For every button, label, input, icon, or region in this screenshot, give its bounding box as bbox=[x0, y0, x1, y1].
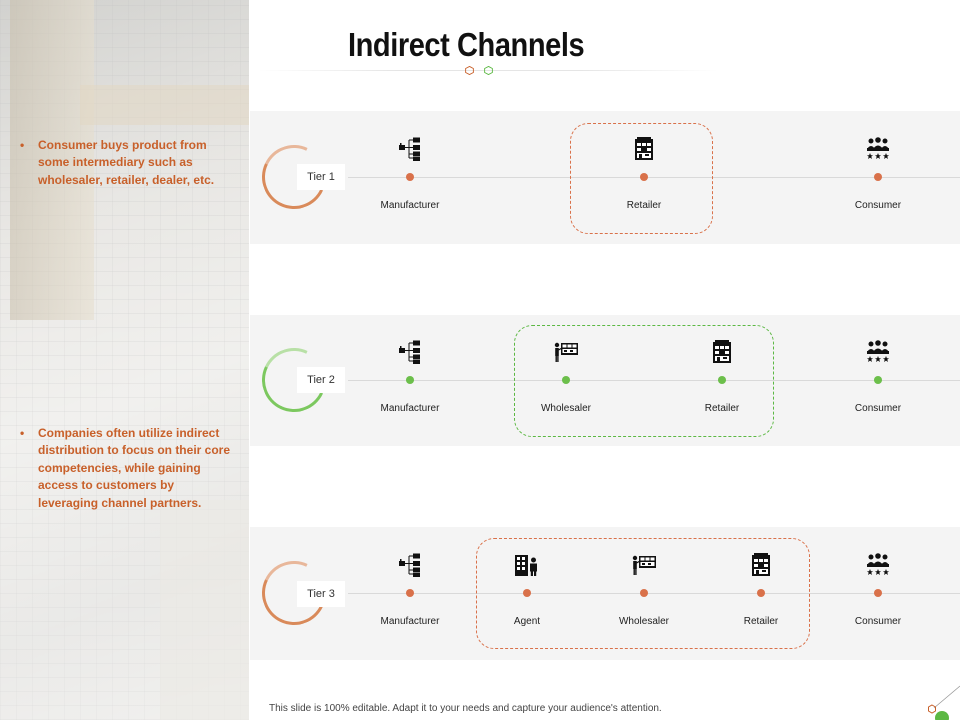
background-photo-panel bbox=[0, 0, 249, 720]
tier-2-node-dot bbox=[874, 376, 882, 384]
bullet-text-2: Companies often utilize indirect distrib… bbox=[38, 426, 230, 510]
tier-3-node-label: Retailer bbox=[706, 616, 816, 627]
tier-2-label: Tier 2 bbox=[297, 367, 345, 393]
tier-2-node-label: Manufacturer bbox=[355, 403, 465, 414]
tier-2-node-dot bbox=[406, 376, 414, 384]
tier-1-node-label: Retailer bbox=[589, 200, 699, 211]
tier-1-node-dot bbox=[640, 173, 648, 181]
bullet-dot: • bbox=[20, 137, 24, 154]
tier-1-node-dot bbox=[874, 173, 882, 181]
factory-hierarchy-icon bbox=[397, 339, 423, 365]
factory-hierarchy-icon bbox=[397, 552, 423, 578]
tier-3-node-dot bbox=[640, 589, 648, 597]
footer-note: This slide is 100% editable. Adapt it to… bbox=[269, 703, 662, 714]
corner-decoration-icon bbox=[920, 680, 960, 720]
tier-3-node-dot bbox=[523, 589, 531, 597]
bullet-text-1: Consumer buys product from some intermed… bbox=[38, 138, 214, 187]
hexagon-icon bbox=[484, 66, 493, 75]
hexagon-icon bbox=[465, 66, 474, 75]
wholesaler-display-icon bbox=[631, 552, 657, 578]
slide-title: Indirect Channels bbox=[348, 26, 584, 64]
bullet-point-2: • Companies often utilize indirect distr… bbox=[20, 425, 235, 512]
tier-2-node-dot bbox=[562, 376, 570, 384]
bullet-dot: • bbox=[20, 425, 24, 442]
tier-3-node-label: Consumer bbox=[823, 616, 933, 627]
tier-3-node-label: Manufacturer bbox=[355, 616, 465, 627]
people-rating-icon bbox=[865, 552, 891, 578]
bullet-point-1: • Consumer buys product from some interm… bbox=[20, 137, 235, 189]
agent-building-icon bbox=[514, 552, 540, 578]
tier-2-node-dot bbox=[718, 376, 726, 384]
people-rating-icon bbox=[865, 136, 891, 162]
retail-store-icon bbox=[709, 339, 735, 365]
tier-3-node-label: Wholesaler bbox=[589, 616, 699, 627]
tier-1-node-label: Consumer bbox=[823, 200, 933, 211]
tier-1-node-dot bbox=[406, 173, 414, 181]
photo-wood-board bbox=[80, 85, 249, 125]
tier-2-node-label: Consumer bbox=[823, 403, 933, 414]
retail-store-icon bbox=[631, 136, 657, 162]
tier-3-node-dot bbox=[874, 589, 882, 597]
people-rating-icon bbox=[865, 339, 891, 365]
tier-1-node-label: Manufacturer bbox=[355, 200, 465, 211]
tier-3-node-dot bbox=[757, 589, 765, 597]
tier-1-label: Tier 1 bbox=[297, 164, 345, 190]
tier-3-label: Tier 3 bbox=[297, 581, 345, 607]
tier-2-node-label: Retailer bbox=[667, 403, 777, 414]
tier-2-node-label: Wholesaler bbox=[511, 403, 621, 414]
factory-hierarchy-icon bbox=[397, 136, 423, 162]
wholesaler-display-icon bbox=[553, 339, 579, 365]
retail-store-icon bbox=[748, 552, 774, 578]
photo-concrete-block bbox=[160, 500, 249, 720]
tier-3-node-label: Agent bbox=[472, 616, 582, 627]
tier-3-node-dot bbox=[406, 589, 414, 597]
